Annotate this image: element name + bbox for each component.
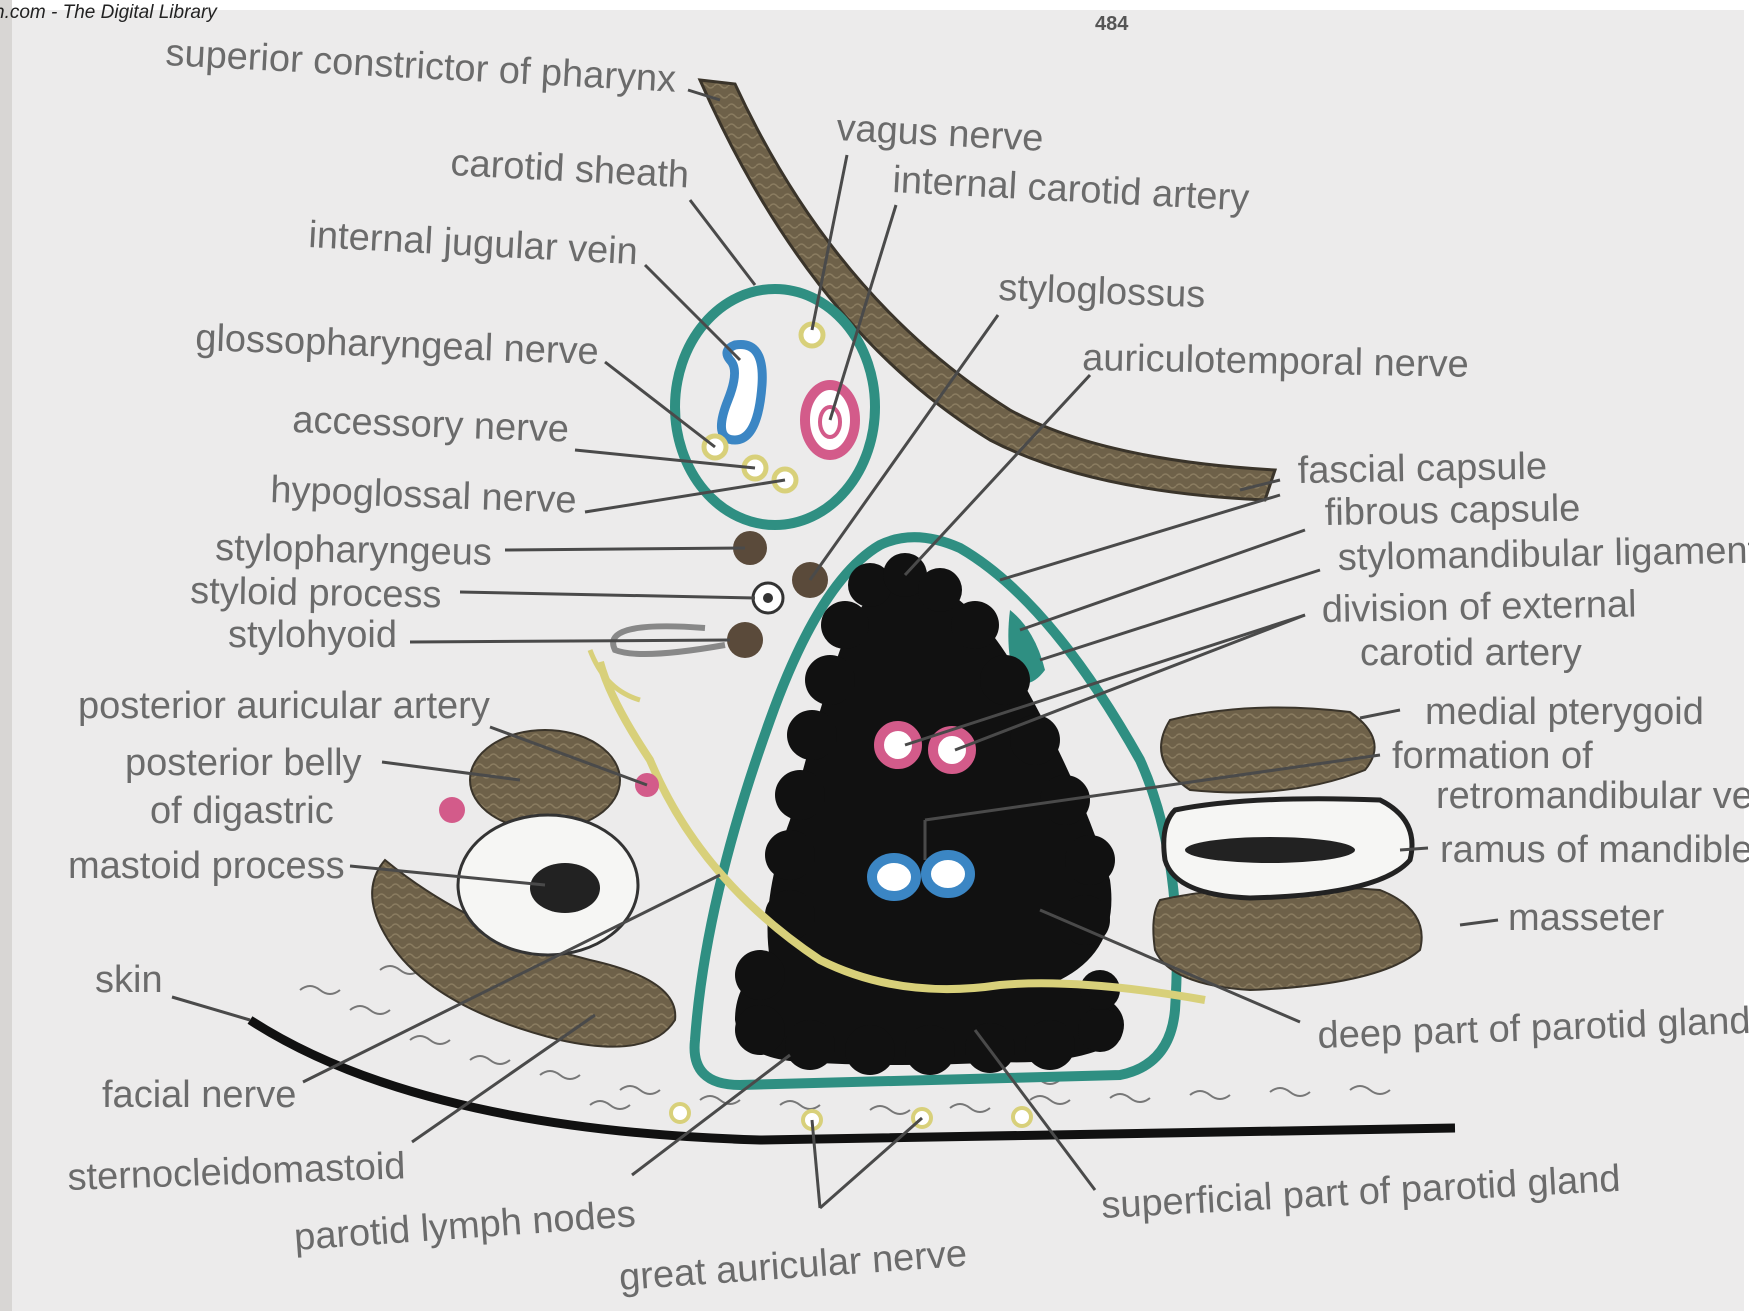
label-division-external-carotid: division of external xyxy=(1321,584,1636,631)
external-carotid-division-2 xyxy=(933,731,971,769)
ramus-marrow xyxy=(1185,837,1355,863)
posterior-auricular-artery-2 xyxy=(439,797,465,823)
label-stylopharyngeus: stylopharyngeus xyxy=(215,527,492,574)
label-stylomandibular-ligament: stylomandibular ligament xyxy=(1337,530,1749,579)
label-skin: skin xyxy=(95,959,163,1001)
label-fascial-capsule: fascial capsule xyxy=(1297,446,1547,492)
label-stylohyoid: stylohyoid xyxy=(228,614,397,656)
lymph-node-1 xyxy=(671,1104,689,1122)
retromandibular-vein-2 xyxy=(926,855,970,893)
stylohyoid-muscle xyxy=(727,622,763,658)
label-carotid-artery: carotid artery xyxy=(1360,632,1582,674)
label-posterior-auricular-artery: posterior auricular artery xyxy=(78,685,490,727)
label-medial-pterygoid: medial pterygoid xyxy=(1425,691,1704,733)
label-auriculotemporal-nerve: auriculotemporal nerve xyxy=(1082,337,1469,386)
label-fibrous-capsule: fibrous capsule xyxy=(1324,488,1580,534)
mastoid-air-cells xyxy=(530,863,600,913)
retromandibular-vein-1 xyxy=(872,858,916,896)
page-mark: 484 xyxy=(1095,13,1129,35)
label-mastoid-process: mastoid process xyxy=(68,845,345,887)
watermark: n.com - The Digital Library xyxy=(0,2,217,24)
lymph-node-4 xyxy=(1013,1108,1031,1126)
external-carotid-division-1 xyxy=(879,726,917,764)
label-facial-nerve: facial nerve xyxy=(102,1074,296,1116)
label-styloglossus: styloglossus xyxy=(998,267,1206,316)
label-formation-of: formation of xyxy=(1392,735,1593,777)
label-of-digastric: of digastric xyxy=(150,790,334,832)
label-masseter: masseter xyxy=(1508,897,1665,939)
label-ramus-of-mandible: ramus of mandible xyxy=(1440,829,1749,871)
label-retromandibular-vein: retromandibular vein xyxy=(1436,775,1749,817)
internal-jugular-vein xyxy=(721,345,762,441)
label-posterior-belly: posterior belly xyxy=(125,742,362,784)
label-styloid-process: styloid process xyxy=(190,570,442,616)
left-edge-strip xyxy=(0,0,12,1311)
